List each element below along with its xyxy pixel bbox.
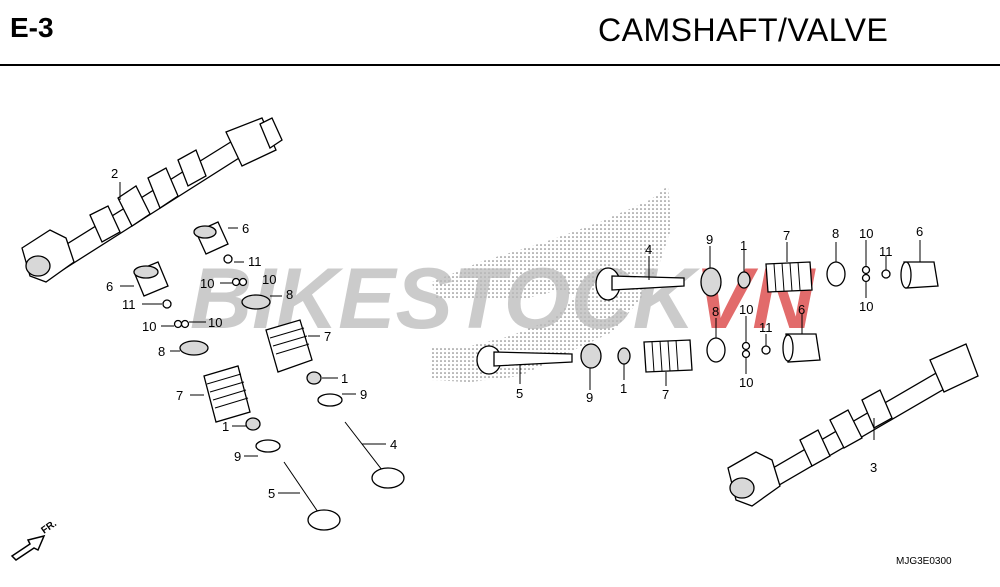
reference-code: MJG3E0300: [896, 556, 952, 567]
callout-6: 6: [916, 224, 923, 239]
callout-10: 10: [142, 319, 156, 334]
callout-5: 5: [516, 386, 523, 401]
callout-3: 3: [870, 460, 877, 475]
head-shading: [430, 186, 672, 382]
callout-7: 7: [176, 388, 183, 403]
callout-2: 2: [111, 166, 118, 181]
camshaft-3: [727, 343, 979, 507]
left-valve-train: [133, 221, 405, 531]
callout-7: 7: [324, 329, 331, 344]
callout-9: 9: [360, 387, 367, 402]
callout-8: 8: [158, 344, 165, 359]
callout-7: 7: [662, 387, 669, 402]
callout-10: 10: [739, 302, 753, 317]
callout-5: 5: [268, 486, 275, 501]
callout-10: 10: [859, 226, 873, 241]
callout-4: 4: [645, 242, 652, 257]
callout-labels: 2 3 6 6 6 6 11 11 11 11 10 10 10 10 10 1…: [106, 166, 923, 501]
callout-8: 8: [832, 226, 839, 241]
callout-6: 6: [798, 302, 805, 317]
callout-10: 10: [859, 299, 873, 314]
callout-8: 8: [286, 287, 293, 302]
front-label: FR.: [39, 518, 59, 536]
callout-7: 7: [783, 228, 790, 243]
front-direction-arrow: FR.: [10, 518, 59, 561]
callout-6: 6: [106, 279, 113, 294]
camshaft-2: [21, 117, 283, 283]
callout-11: 11: [759, 320, 773, 335]
callout-11: 11: [122, 297, 136, 312]
callout-9: 9: [234, 449, 241, 464]
callout-10: 10: [739, 375, 753, 390]
callout-1: 1: [740, 238, 747, 253]
callout-1: 1: [341, 371, 348, 386]
callout-8: 8: [712, 304, 719, 319]
page-header: E-3 CAMSHAFT/VALVE: [0, 0, 1000, 66]
callout-11: 11: [248, 254, 262, 269]
callout-10: 10: [208, 315, 222, 330]
callout-10: 10: [262, 272, 276, 287]
callout-6: 6: [242, 221, 249, 236]
callout-11: 11: [879, 244, 893, 259]
header-divider: [0, 64, 1000, 66]
section-code: E-3: [10, 12, 54, 43]
callout-9: 9: [586, 390, 593, 405]
callout-1: 1: [620, 381, 627, 396]
callout-4: 4: [390, 437, 397, 452]
callout-9: 9: [706, 232, 713, 247]
callout-10: 10: [200, 276, 214, 291]
right-valve-train: [476, 261, 939, 375]
leader-lines: [119, 182, 921, 494]
page-title: CAMSHAFT/VALVE: [598, 12, 889, 48]
callout-1: 1: [222, 419, 229, 434]
